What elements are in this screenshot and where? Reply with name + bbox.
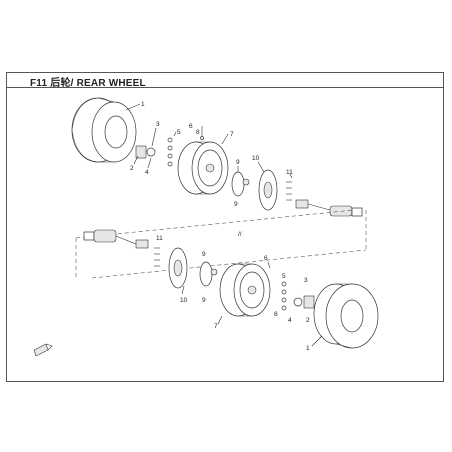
callout-6-upper: 6 (189, 123, 193, 130)
hub-upper (231, 171, 250, 197)
tire-upper (71, 97, 137, 163)
callout-9-upper-b: 9 (234, 201, 238, 208)
callout-10-lower: 10 (180, 297, 188, 304)
callout-3-upper: 3 (156, 121, 160, 128)
callout-9-lower-b: 9 (202, 297, 206, 304)
rim-upper (177, 141, 229, 195)
title-bar (6, 72, 444, 88)
callout-1-upper: 1 (141, 101, 145, 108)
exploded-parts-diagram: 1 3 2 4 5 7 6 8 9 9 (33, 97, 379, 357)
hub-lower (199, 261, 218, 287)
bolts-lower (154, 247, 160, 267)
callout-7-upper: 7 (230, 131, 234, 138)
callout-4-lower: 4 (288, 317, 292, 324)
callout-7-lower: 7 (214, 323, 218, 330)
callout-8-upper: 8 (196, 129, 200, 136)
bolts-upper (286, 181, 292, 201)
hub-nut-upper (135, 145, 156, 159)
callout-9-upper-a: 9 (236, 159, 240, 166)
rim-lower (219, 263, 271, 317)
callout-3-lower: 3 (304, 277, 308, 284)
callout-4-upper: 4 (145, 169, 149, 176)
callout-2-upper: 2 (130, 165, 134, 172)
brake-disc-upper (258, 169, 278, 211)
tire-lower (313, 283, 379, 349)
callout-9-lower-a: 9 (202, 251, 206, 258)
callout-8-lower: 8 (274, 311, 278, 318)
callout-2-lower: 2 (306, 317, 310, 324)
brake-disc-lower (168, 247, 188, 289)
svg-text://: // (238, 231, 242, 238)
direction-arrow-icon (33, 343, 53, 357)
diagram-title: F11 后轮/ REAR WHEEL (30, 78, 146, 89)
drive-shaft-lower (83, 229, 149, 249)
callout-11-upper: 11 (286, 169, 293, 176)
callout-5-upper: 5 (177, 129, 181, 136)
callout-10-upper: 10 (252, 155, 260, 162)
lug-nuts-upper (167, 137, 173, 167)
lug-nuts-lower (281, 281, 287, 311)
callout-11-lower: 11 (156, 235, 163, 242)
callout-1-lower: 1 (306, 345, 310, 352)
hub-nut-lower (293, 295, 315, 309)
drive-shaft-upper (295, 199, 363, 217)
callout-6-lower: 6 (264, 255, 268, 262)
callout-5-lower: 5 (282, 273, 286, 280)
